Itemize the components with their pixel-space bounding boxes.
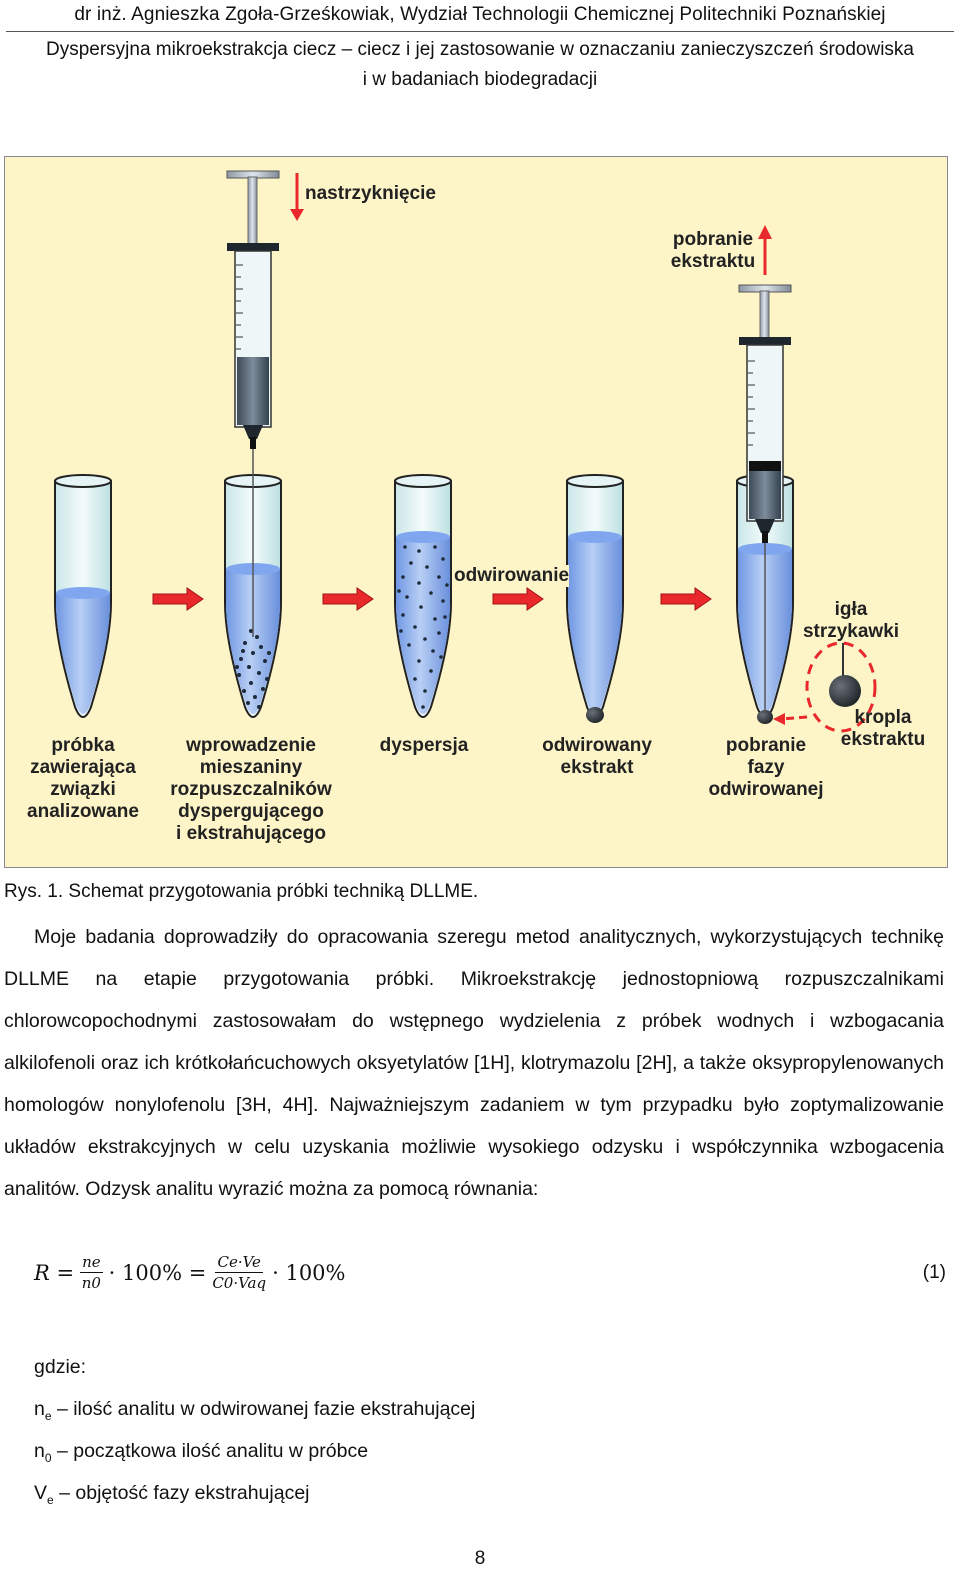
label-step-sample: próbka zawierająca związki analizowane <box>19 735 147 823</box>
dllme-scheme-drawing <box>54 170 877 733</box>
step2-line5: i ekstrahującego <box>176 823 326 844</box>
label-needle-line1: igła <box>834 599 868 620</box>
eq-fraction-1: ne n0 <box>80 1252 103 1293</box>
step4-line1: odwirowany <box>542 735 652 756</box>
label-step-collection: pobranie fazy odwirowanej <box>699 735 833 801</box>
step3-line1: dyspersja <box>379 735 469 756</box>
step1-line1: próbka <box>51 735 115 756</box>
label-collect-extract: pobranie ekstraktu <box>665 229 761 273</box>
syringe-injection <box>226 170 280 637</box>
def-symbol: V <box>34 1482 48 1504</box>
title-line: Dyspersyjna mikroekstrakcja ciecz – ciec… <box>0 35 960 95</box>
label-injection: nastrzyknięcie <box>305 183 436 204</box>
page-header: dr inż. Agnieszka Zgoła-Grześkowiak, Wyd… <box>0 0 960 95</box>
equation-recovery: R = ne n0 · 100% = Ce·Ve C0·Vaq · 100% <box>34 1252 346 1293</box>
page-number: 8 <box>474 1548 486 1569</box>
title-line-2: i w badaniach biodegradacji <box>362 69 598 90</box>
syringe-collection <box>738 284 792 713</box>
label-step-centrifuged: odwirowany ekstrakt <box>529 735 665 779</box>
def-subscript: 0 <box>44 1450 52 1465</box>
definition-ve: Ve – objętość fazy ekstrahującej <box>34 1482 310 1507</box>
definition-ne: ne – ilość analitu w odwirowanej fazie e… <box>34 1398 475 1423</box>
label-drop: kropla ekstraktu <box>833 707 933 751</box>
eq-f1-den: n0 <box>81 1274 101 1292</box>
dllme-figure: nastrzyknięcie pobranie ekstraktu odwiro… <box>4 156 948 868</box>
body-paragraph: Moje badania doprowadziły do opracowania… <box>4 926 944 1200</box>
label-step-dispersion: dyspersja <box>371 735 477 757</box>
label-collect-line1: pobranie <box>672 229 754 250</box>
eq-mid: · 100% = <box>108 1260 207 1285</box>
header-rule <box>6 31 954 32</box>
equation-number: (1) <box>922 1262 946 1283</box>
def-symbol: n <box>34 1440 45 1462</box>
eq-lhs: R = <box>34 1260 75 1285</box>
author-line: dr inż. Agnieszka Zgoła-Grześkowiak, Wyd… <box>74 4 886 25</box>
step4-line2: ekstrakt <box>560 757 634 778</box>
figure-caption: Rys. 1. Schemat przygotowania próbki tec… <box>4 881 479 902</box>
arrow-step-3 <box>492 587 544 611</box>
tube-centrifuged <box>566 474 624 723</box>
label-step-injection: wprowadzenie mieszaniny rozpuszczalników… <box>165 735 337 845</box>
label-collect-line2: ekstraktu <box>670 251 756 272</box>
label-drop-line1: kropla <box>854 707 912 728</box>
step1-line2: zawierająca <box>30 757 136 778</box>
step2-line1: wprowadzenie <box>186 735 316 756</box>
def-subscript: e <box>44 1408 52 1423</box>
step1-line3: związki <box>50 779 116 800</box>
eq-f2-den: C0·Vaq <box>212 1274 267 1292</box>
def-text: – ilość analitu w odwirowanej fazie ekst… <box>51 1398 476 1420</box>
label-needle-line2: strzykawki <box>802 621 900 642</box>
eq-f1-num: ne <box>80 1253 103 1273</box>
label-drop-line2: ekstraktu <box>840 729 926 750</box>
eq-fraction-2: Ce·Ve C0·Vaq <box>212 1252 266 1293</box>
arrow-step-4 <box>660 587 712 611</box>
step1-line4: analizowane <box>27 801 139 822</box>
def-subscript: e <box>47 1492 54 1507</box>
title-line-1: Dyspersyjna mikroekstrakcja ciecz – ciec… <box>45 39 914 60</box>
eq-tail: · 100% <box>272 1260 346 1285</box>
step2-line4: dyspergującego <box>178 801 324 822</box>
tube-sample <box>54 474 112 718</box>
def-text: – początkowa ilość analitu w próbce <box>51 1440 369 1462</box>
step5-line2: fazy <box>747 757 785 778</box>
step2-line2: mieszaniny <box>199 757 303 778</box>
needle-detail <box>773 641 877 733</box>
definition-n0: n0 – początkowa ilość analitu w próbce <box>34 1440 368 1465</box>
injection-arrow <box>290 173 304 221</box>
arrow-step-1 <box>152 587 204 611</box>
definitions-intro: gdzie: <box>34 1356 87 1378</box>
label-centrifuge: odwirowanie <box>454 565 570 587</box>
arrow-step-2 <box>322 587 374 611</box>
def-symbol: n <box>34 1398 45 1420</box>
tube-dispersion <box>394 474 452 718</box>
collection-arrow <box>758 225 772 275</box>
step5-line3: odwirowanej <box>708 779 824 800</box>
label-needle: igła strzykawki <box>797 599 905 643</box>
step2-line3: rozpuszczalników <box>170 779 332 800</box>
eq-f2-num: Ce·Ve <box>215 1253 263 1273</box>
def-text: – objętość fazy ekstrahującej <box>53 1482 310 1504</box>
step5-line1: pobranie <box>725 735 807 756</box>
